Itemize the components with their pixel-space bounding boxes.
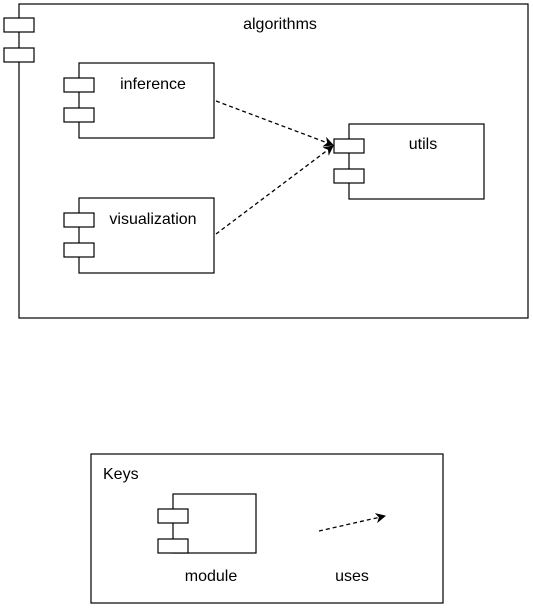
keys-uses-arrow [318,513,387,532]
uses-arrow-visualization-to-utils [215,145,334,235]
keys-legend-box [90,453,444,604]
keys-module-label: module [185,568,238,585]
keys-module-sample [157,493,257,554]
component-visualization-box [78,197,215,274]
component-utils-port-bottom [333,168,365,184]
component-utils-label: utils [409,136,437,153]
component-inference-label: inference [120,76,186,93]
component-inference-port-top [63,77,95,93]
component-visualization-port-top [63,212,95,228]
component-visualization-label: visualization [109,211,196,228]
component-utils-port-top [333,138,365,154]
component-visualization-port-bottom [63,242,95,258]
package-algorithms-label: algorithms [243,16,317,33]
package-algorithms-port-top [3,17,35,33]
keys-legend-title: Keys [103,466,139,483]
component-utils: utils [333,123,485,200]
keys-module-sample-port-bottom [157,538,189,554]
component-utils-box [348,123,485,200]
component-inference-box [78,62,215,139]
package-algorithms-port-bottom [3,47,35,63]
component-inference: inference [63,62,215,139]
keys-uses-label: uses [335,568,369,585]
keys-module-sample-port-top [157,508,189,524]
component-inference-port-bottom [63,107,95,123]
keys-legend: Keys module uses [90,453,444,604]
component-visualization: visualization [63,197,215,274]
